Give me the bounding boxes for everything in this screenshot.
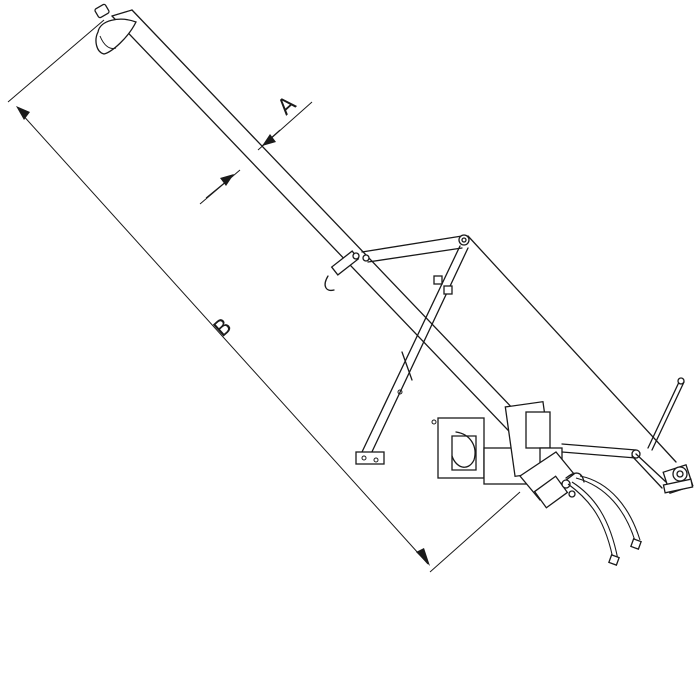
winch-post [647,377,685,451]
outrigger-arm [561,443,667,489]
hydraulic-hoses [565,472,642,566]
strut-bracket [324,234,470,465]
dimension-a: A [199,92,313,205]
beacon-lamp [94,3,137,55]
dimension-a-label: A [273,92,301,121]
dimension-b-label: B [209,314,237,343]
winch-drum [662,464,694,494]
base-motor-housing [437,400,576,509]
dimension-b: B [7,19,521,573]
boom-mast [111,9,561,473]
support-cable [467,235,677,463]
